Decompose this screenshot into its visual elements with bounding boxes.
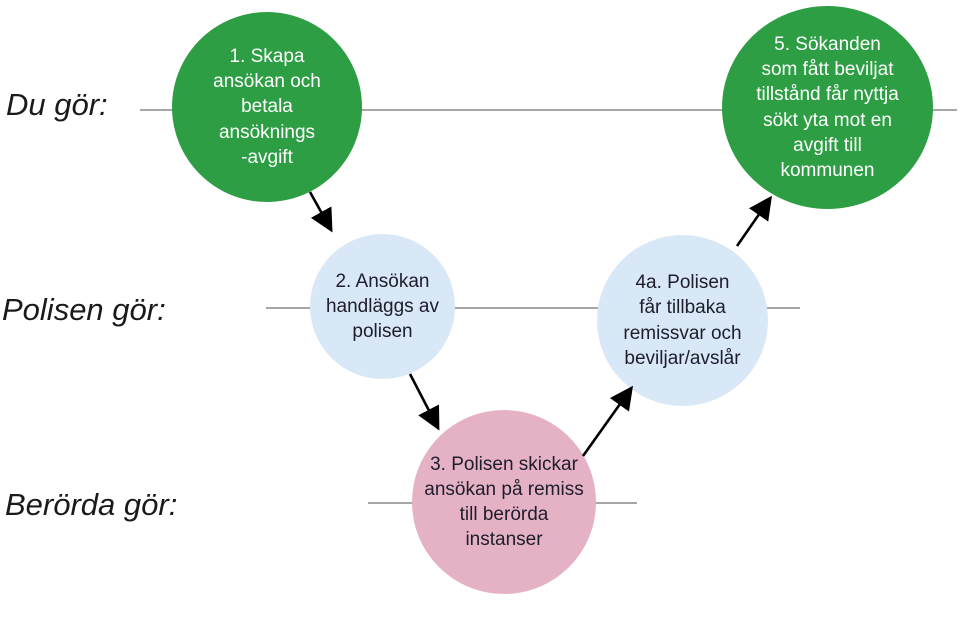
step-text-2: 2. Ansökan handläggs av polisen (325, 270, 440, 343)
step-circle-2-handlaggs: 2. Ansökan handläggs av polisen (310, 234, 455, 379)
lane-line-polisen (266, 307, 800, 309)
arrow-3-to-4a (581, 385, 634, 457)
step-text-4a: 4a. Polisen får tillbaka remissvar och b… (623, 272, 742, 369)
step-text-5: 5. Sökanden som fått beviljat tillstånd … (756, 34, 899, 181)
step-circle-3-remiss: 3. Polisen skickar ansökan på remiss til… (412, 410, 596, 594)
step-text-3: 3. Polisen skickar ansökan på remiss til… (424, 453, 584, 551)
arrow-1-to-2 (308, 191, 333, 233)
step-circle-5-beviljat: 5. Sökanden som fått beviljat tillstånd … (722, 6, 933, 209)
lane-label-polisen-gor: Polisen gör: (2, 292, 166, 327)
lane-label-du-gor: Du gör: (6, 87, 108, 122)
arrow-4a-to-5 (735, 195, 772, 247)
arrow-2-to-3 (408, 373, 440, 431)
step-circle-1-skapa-ansokan: 1. Skapa ansökan och betala ansöknings -… (172, 12, 362, 202)
step-circle-4a-remissvar: 4a. Polisen får tillbaka remissvar och b… (597, 235, 768, 406)
lane-label-berorda-gor: Berörda gör: (5, 487, 178, 522)
lane-line-du (140, 109, 957, 111)
step-text-1: 1. Skapa ansökan och betala ansöknings -… (213, 46, 321, 168)
